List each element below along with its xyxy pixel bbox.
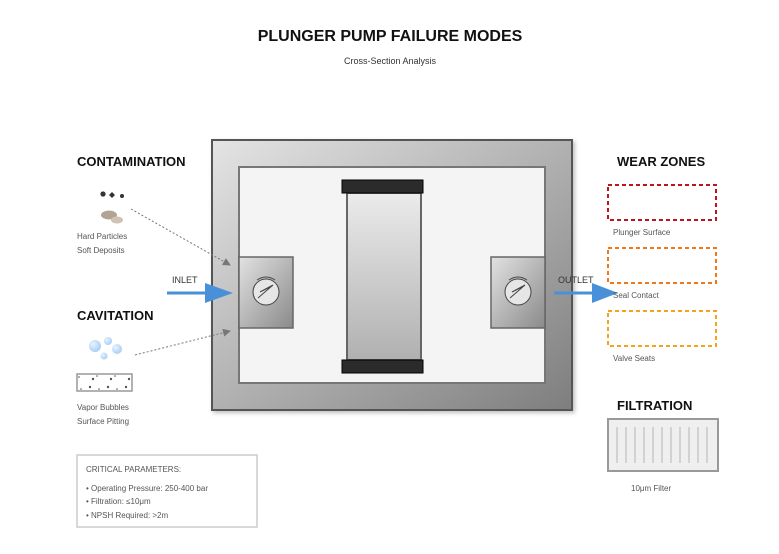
wear-zone-plunger-surface — [607, 184, 717, 221]
parameter-item: • Filtration: ≤10μm — [86, 497, 151, 506]
wear-zones-title: WEAR ZONES — [617, 154, 705, 169]
surface-pitting-icon — [76, 373, 133, 392]
plunger-body — [346, 192, 422, 361]
wear-zone-label-plunger: Plunger Surface — [613, 228, 671, 237]
parameter-item: • NPSH Required: >2m — [86, 511, 169, 520]
outlet-valve-gauge-icon — [504, 276, 532, 306]
plunger-top-cap — [341, 179, 424, 194]
wear-zone-label-seal: Seal Contact — [613, 291, 660, 300]
outlet-arrow-icon — [592, 283, 618, 303]
critical-parameters-box: CRITICAL PARAMETERS: • Operating Pressur… — [76, 454, 258, 528]
contamination-title: CONTAMINATION — [77, 154, 186, 169]
inlet-flow: INLET — [167, 275, 233, 303]
diagram-title: PLUNGER PUMP FAILURE MODES — [258, 28, 523, 45]
parameters-title: CRITICAL PARAMETERS: — [86, 465, 181, 474]
outlet-valve — [490, 256, 546, 329]
plunger-bottom-cap — [341, 359, 424, 374]
filtration-section: FILTRATION 10μm Filter — [607, 398, 719, 493]
wear-zones-section: WEAR ZONES Plunger Surface Seal Contact … — [607, 154, 717, 363]
contamination-pointer — [130, 208, 231, 266]
filtration-title: FILTRATION — [617, 398, 692, 413]
inlet-valve-gauge-icon — [252, 276, 280, 306]
inlet-label: INLET — [172, 275, 198, 285]
cavitation-label-pitting: Surface Pitting — [77, 417, 129, 426]
wear-zone-label-valve: Valve Seats — [613, 354, 655, 363]
filter-icon — [607, 418, 719, 472]
diagram-subtitle: Cross-Section Analysis — [344, 56, 437, 66]
cavitation-label-bubbles: Vapor Bubbles — [77, 403, 129, 412]
plunger — [341, 179, 424, 374]
filter-label: 10μm Filter — [631, 484, 672, 493]
contamination-label-soft: Soft Deposits — [77, 246, 125, 255]
outlet-label: OUTLET — [558, 275, 594, 285]
outlet-flow: OUTLET — [554, 275, 618, 303]
vapor-bubbles-icon — [89, 337, 122, 360]
inlet-valve — [238, 256, 294, 329]
hard-particles-icon — [100, 191, 124, 198]
cavitation-title: CAVITATION — [77, 308, 154, 323]
contamination-section: CONTAMINATION Hard Particles Soft Deposi… — [77, 154, 231, 266]
soft-deposits-icon — [101, 210, 123, 224]
cavitation-section: CAVITATION Vapor Bubbles Surface Pitting — [76, 308, 231, 426]
wear-zone-seal-contact — [607, 247, 717, 284]
contamination-label-hard: Hard Particles — [77, 232, 127, 241]
cavitation-pointer — [134, 328, 231, 356]
wear-zone-valve-seats — [607, 310, 717, 347]
inlet-arrow-icon — [205, 283, 233, 303]
parameter-item: • Operating Pressure: 250-400 bar — [86, 484, 208, 493]
